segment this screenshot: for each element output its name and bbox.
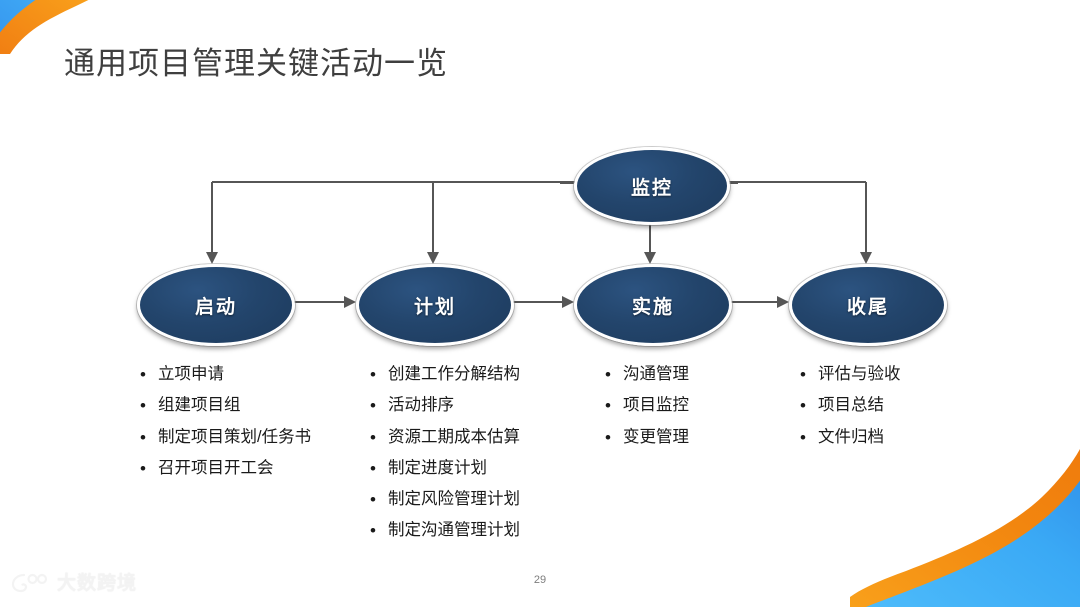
node-phase-2-label: 计划 bbox=[413, 296, 456, 318]
bullet-icon: • bbox=[140, 365, 146, 384]
list-item: • 立项申请 bbox=[140, 364, 360, 385]
list-item-label: 项目监控 bbox=[623, 396, 689, 415]
watermark: 大数跨境 bbox=[10, 568, 137, 595]
watermark-label: 大数跨境 bbox=[57, 573, 138, 594]
bullet-icon: • bbox=[370, 396, 376, 416]
bullet-icon: • bbox=[605, 365, 611, 384]
page-title: 通用项目管理关键活动一览 bbox=[64, 46, 448, 81]
node-phase-4[interactable]: 收尾 bbox=[789, 264, 947, 346]
bullet-icon: • bbox=[370, 365, 376, 384]
page-number: 29 bbox=[533, 574, 547, 586]
bullet-icon: • bbox=[800, 365, 806, 384]
list-item: • 制定沟通管理计划 bbox=[370, 520, 600, 541]
bullet-column-1: • 立项申请 • 组建项目组 • 制定项目策划/任务书 • 召开项目开工会 bbox=[140, 364, 360, 489]
bullet-column-2: • 创建工作分解结构 • 活动排序 • 资源工期成本估算 • 制定进度计划 • … bbox=[370, 364, 600, 552]
list-item-label: 制定风险管理计划 bbox=[388, 490, 520, 508]
list-item: • 文件归档 bbox=[800, 427, 990, 448]
list-item: • 项目监控 bbox=[605, 395, 795, 416]
list-item-label: 沟通管理 bbox=[623, 365, 689, 383]
list-item-label: 立项申请 bbox=[158, 365, 224, 383]
bullet-icon: • bbox=[370, 490, 376, 509]
list-item-label: 制定进度计划 bbox=[388, 458, 487, 477]
bullet-icon: • bbox=[140, 427, 146, 447]
list-item-label: 评估与验收 bbox=[818, 365, 901, 383]
list-item-label: 制定项目策划/任务书 bbox=[158, 427, 312, 446]
list-item-label: 活动排序 bbox=[388, 396, 454, 415]
bullet-column-4: • 评估与验收 • 项目总结 • 文件归档 bbox=[800, 364, 990, 458]
bullet-icon: • bbox=[370, 427, 376, 447]
list-item: • 制定项目策划/任务书 bbox=[140, 427, 360, 448]
bullet-column-3: • 沟通管理 • 项目监控 • 变更管理 bbox=[605, 364, 795, 458]
list-item: • 制定风险管理计划 bbox=[370, 489, 600, 510]
node-phase-2[interactable]: 计划 bbox=[356, 264, 514, 346]
bullet-icon: • bbox=[605, 427, 611, 447]
node-phase-1[interactable]: 启动 bbox=[137, 264, 295, 346]
node-phase-1-label: 启动 bbox=[194, 296, 237, 318]
list-item: • 变更管理 bbox=[605, 427, 795, 448]
bullet-icon: • bbox=[800, 427, 806, 447]
bullet-icon: • bbox=[370, 458, 376, 478]
node-monitor[interactable]: 监控 bbox=[574, 147, 730, 225]
list-item: • 召开项目开工会 bbox=[140, 458, 360, 479]
bullet-icon: • bbox=[800, 396, 806, 416]
list-item-label: 文件归档 bbox=[818, 427, 884, 446]
list-item: • 制定进度计划 bbox=[370, 458, 600, 479]
list-item: • 组建项目组 bbox=[140, 395, 360, 416]
list-item-label: 变更管理 bbox=[623, 427, 689, 446]
list-item-label: 创建工作分解结构 bbox=[388, 365, 520, 383]
bullet-icon: • bbox=[370, 521, 376, 541]
list-item-label: 组建项目组 bbox=[158, 396, 241, 415]
node-phase-4-label: 收尾 bbox=[846, 296, 889, 318]
list-item: • 沟通管理 bbox=[605, 364, 795, 385]
bullet-icon: • bbox=[140, 396, 146, 416]
list-item: • 活动排序 bbox=[370, 395, 600, 416]
list-item-label: 召开项目开工会 bbox=[158, 458, 274, 477]
node-phase-3[interactable]: 实施 bbox=[574, 264, 732, 346]
list-item: • 创建工作分解结构 bbox=[370, 364, 600, 385]
bullet-icon: • bbox=[605, 396, 611, 416]
list-item: • 资源工期成本估算 bbox=[370, 427, 600, 448]
list-item-label: 资源工期成本估算 bbox=[388, 427, 520, 446]
bullet-icon: • bbox=[140, 458, 146, 478]
list-item-label: 制定沟通管理计划 bbox=[388, 521, 520, 540]
node-phase-3-label: 实施 bbox=[631, 296, 674, 318]
brand-logo-icon bbox=[11, 573, 48, 592]
list-item: • 评估与验收 bbox=[800, 364, 990, 385]
list-item: • 项目总结 bbox=[800, 395, 990, 416]
node-monitor-label: 监控 bbox=[630, 177, 673, 199]
list-item-label: 项目总结 bbox=[818, 396, 884, 415]
